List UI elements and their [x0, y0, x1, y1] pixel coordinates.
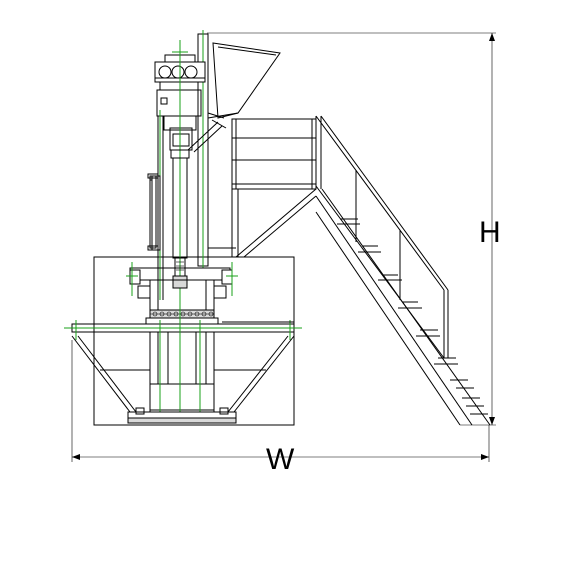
drive-head — [154, 40, 206, 290]
rotary-table — [64, 320, 302, 340]
height-label: H — [479, 216, 501, 249]
pedestal — [149, 290, 215, 420]
base-plate — [127, 407, 237, 424]
width-dimension: W — [71, 340, 490, 476]
press-block — [126, 262, 238, 311]
width-label: W — [266, 443, 295, 476]
base-frame — [93, 256, 295, 426]
upper-platform — [208, 118, 317, 258]
height-dimension: H — [207, 32, 501, 426]
support-legs — [71, 335, 295, 413]
staircase — [315, 115, 491, 426]
side-cylinder — [147, 173, 159, 251]
inclined-brace — [187, 119, 227, 153]
ram-rod — [170, 149, 190, 289]
bearing-ring — [145, 309, 219, 325]
feed-hopper — [207, 42, 281, 119]
